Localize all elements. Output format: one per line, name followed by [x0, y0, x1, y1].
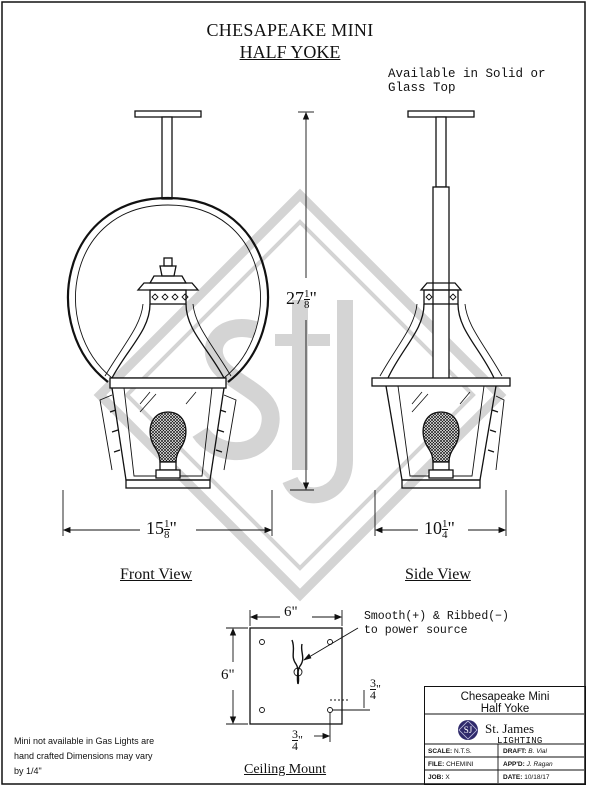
- draft-label: DRAFT:: [503, 748, 527, 755]
- job-cell: JOB: X: [428, 774, 450, 782]
- title-block-product: Chesapeake Mini Half Yoke: [425, 691, 585, 715]
- height-unit: ": [309, 288, 317, 308]
- ceiling-mount-drawing: [249, 627, 359, 725]
- mount-width-label: 6": [284, 604, 298, 620]
- side-width-unit: ": [447, 518, 455, 538]
- side-view-drawing: [371, 110, 511, 489]
- front-view-drawing: [67, 110, 269, 489]
- availability-note: Available in Solid or Glass Top: [388, 67, 546, 95]
- front-width-unit: ": [169, 518, 177, 538]
- scale-label: SCALE:: [428, 748, 453, 755]
- company-name: St. James: [485, 721, 535, 736]
- side-width-dimension: [374, 490, 507, 536]
- power-source-note: Smooth(+) & Ribbed(−) to power source: [364, 610, 509, 637]
- date-label: DATE:: [503, 774, 523, 781]
- title-block-product-line2: Half Yoke: [480, 703, 530, 715]
- height-whole: 27: [286, 288, 304, 308]
- side-width-whole: 10: [424, 518, 442, 538]
- offset-bottom-den: 4: [292, 739, 298, 753]
- drawing-title-line2: HALF YOKE: [239, 42, 341, 62]
- front-view-label: Front View: [120, 566, 193, 583]
- title-block-product-line1: Chesapeake Mini: [460, 691, 550, 703]
- appd-value: J. Ragan: [526, 761, 553, 768]
- appd-cell: APP'D: J. Ragan: [503, 761, 553, 769]
- mount-height-label: 6": [221, 667, 235, 683]
- watermark-logo: [93, 188, 507, 602]
- offset-right-unit: ": [376, 681, 381, 696]
- drawing-title-line1: CHESAPEAKE MINI: [206, 20, 374, 40]
- scale-cell: SCALE: N.T.S.: [428, 748, 472, 756]
- side-width-frac-den: 4: [442, 529, 448, 542]
- offset-right-num: 3: [370, 676, 376, 690]
- file-cell: FILE: CHEMINI: [428, 761, 474, 769]
- company-subtitle: LIGHTING: [497, 736, 543, 746]
- front-width-whole: 15: [146, 518, 164, 538]
- side-view-label: Side View: [405, 566, 471, 583]
- date-cell: DATE: 10/18/17: [503, 774, 550, 782]
- side-width-frac-num: 1: [442, 518, 448, 531]
- company-logo-letters: SJ: [464, 725, 473, 735]
- company-logo: SJ: [458, 720, 478, 740]
- front-width-frac-num: 1: [164, 518, 170, 531]
- title-block-grid: [425, 713, 584, 783]
- front-width-dimension: [62, 490, 273, 536]
- title-block: Chesapeake Mini Half Yoke SJ St. James L…: [424, 686, 586, 785]
- height-dimension: [290, 111, 314, 491]
- height-frac-num: 1: [304, 288, 310, 301]
- date-value: 10/18/17: [524, 774, 550, 781]
- job-label: JOB:: [428, 774, 444, 781]
- offset-bottom-unit: ": [298, 732, 303, 747]
- height-frac-den: 8: [304, 299, 310, 312]
- front-width-frac-den: 8: [164, 529, 170, 542]
- ceiling-mount-dimensions: [226, 610, 370, 742]
- file-label: FILE:: [428, 761, 445, 768]
- draft-value: B. Vial: [528, 748, 547, 755]
- general-notes: Mini not available in Gas Lights are han…: [14, 736, 155, 776]
- job-value: X: [445, 774, 450, 781]
- offset-bottom-num: 3: [292, 727, 298, 741]
- scale-value: N.T.S.: [454, 748, 472, 755]
- appd-label: APP'D:: [503, 761, 525, 768]
- offset-right-den: 4: [370, 688, 376, 702]
- draft-cell: DRAFT: B. Vial: [503, 748, 547, 756]
- ceiling-mount-label: Ceiling Mount: [244, 762, 327, 777]
- file-value: CHEMINI: [446, 761, 474, 768]
